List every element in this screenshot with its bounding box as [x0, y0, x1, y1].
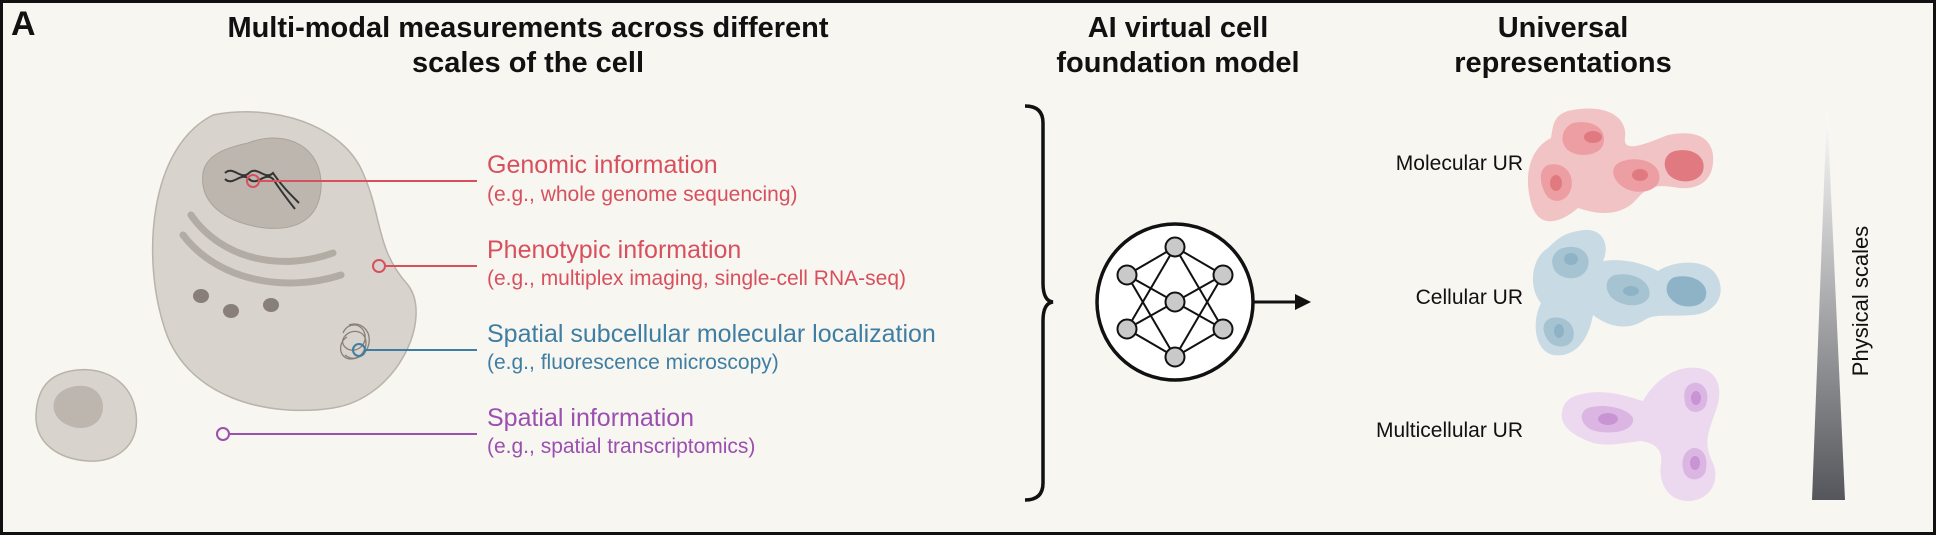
connector-phenotypic	[372, 259, 477, 273]
connector-subcellular	[352, 343, 477, 357]
panel-letter: A	[11, 5, 36, 43]
connector-spatial	[216, 427, 477, 441]
output-arrow	[1253, 294, 1311, 310]
phenotypic-info-title: Phenotypic information	[487, 236, 742, 264]
multicellular-ur-label: Multicellular UR	[1375, 419, 1523, 442]
multicellular-ur-blob	[1561, 367, 1720, 501]
spatial-info-subtitle: (e.g., spatial transcriptomics)	[487, 435, 756, 458]
cellular-ur-blob	[1532, 229, 1721, 356]
phenotypic-info-subtitle: (e.g., multiplex imaging, single-cell RN…	[487, 267, 906, 290]
spatial-info-title: Spatial information	[487, 404, 695, 432]
molecular-ur-label: Molecular UR	[1395, 152, 1523, 175]
diagram-graphics	[35, 104, 1845, 502]
small-cell-nucleus-illustration	[53, 385, 103, 429]
molecular-ur-blob	[1527, 108, 1714, 222]
subcellular-info-subtitle: (e.g., fluorescence microscopy)	[487, 351, 779, 374]
dna-helix-icon	[224, 169, 300, 210]
genomic-info-subtitle: (e.g., whole genome sequencing)	[487, 183, 798, 206]
neural-network-icon	[1095, 222, 1255, 382]
heading-foundation-model: AI virtual cell foundation model	[1056, 12, 1300, 79]
tangled-molecule-icon	[340, 323, 370, 360]
genomic-info-title: Genomic information	[487, 151, 718, 179]
subcellular-info-title: Spatial subcellular molecular localizati…	[487, 320, 936, 348]
heading-universal-representations: Universal representations	[1454, 12, 1672, 79]
heading-measurements: Multi-modal measurements across differen…	[227, 12, 829, 79]
physical-scale-wedge	[1812, 106, 1845, 500]
physical-scales-label: Physical scales	[1848, 225, 1873, 377]
mitochondria-illustration	[193, 289, 279, 318]
curly-brace	[1024, 104, 1054, 502]
connector-genomic	[246, 174, 477, 188]
cellular-ur-label: Cellular UR	[1415, 286, 1523, 309]
endoplasmic-reticulum-illustration	[179, 211, 345, 287]
